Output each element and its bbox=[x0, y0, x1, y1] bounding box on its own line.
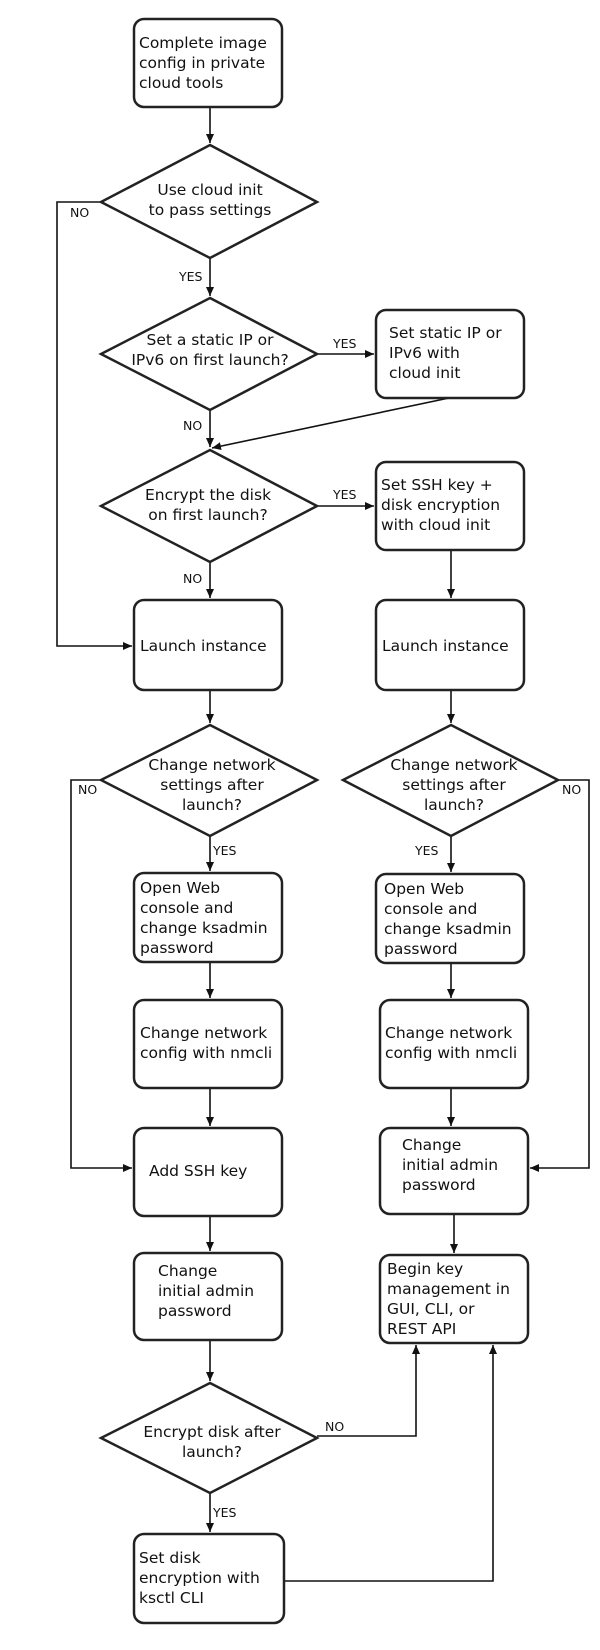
edge-net-left-no bbox=[70, 779, 132, 1172]
label-encrypt-first-yes: YES bbox=[332, 487, 357, 502]
label-encrypt-after-no: NO bbox=[325, 1419, 344, 1434]
add-ssh-key-box: Add SSH key bbox=[132, 1126, 284, 1218]
label-encrypt-after-yes: YES bbox=[212, 1505, 237, 1520]
edge-net-right-no bbox=[530, 779, 590, 1172]
edge-encrypt-after-no bbox=[317, 1345, 420, 1437]
edge-set-static-ip-to-encrypt bbox=[211, 397, 450, 451]
label-net-left-yes: YES bbox=[212, 843, 237, 858]
launch-instance-right-text: Launch instance bbox=[382, 637, 509, 655]
edge-cloud-init-no bbox=[56, 201, 132, 650]
label-cloud-init-yes: YES bbox=[178, 269, 203, 284]
label-static-ip-no: NO bbox=[183, 418, 202, 433]
label-encrypt-first-no: NO bbox=[183, 571, 202, 586]
launch-instance-left-text: Launch instance bbox=[140, 637, 267, 655]
edge-ksctl-to-key-mgmt bbox=[284, 1345, 497, 1582]
add-ssh-key-text: Add SSH key bbox=[149, 1162, 247, 1180]
label-static-ip-yes: YES bbox=[332, 336, 357, 351]
label-net-left-no: NO bbox=[78, 782, 97, 797]
label-net-right-no: NO bbox=[562, 782, 581, 797]
launch-instance-right: Launch instance bbox=[374, 598, 526, 692]
label-net-right-yes: YES bbox=[414, 843, 439, 858]
label-cloud-init-no: NO bbox=[70, 205, 89, 220]
launch-instance-left: Launch instance bbox=[132, 598, 284, 692]
